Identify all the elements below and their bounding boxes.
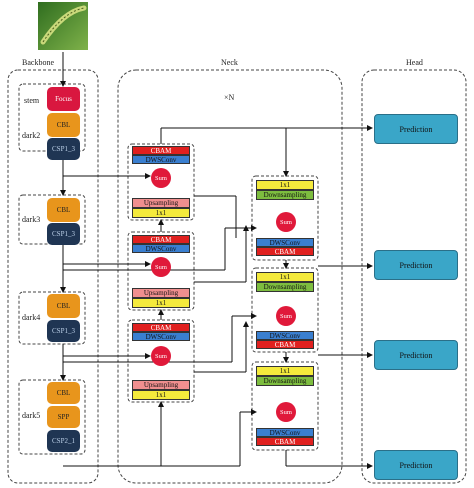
dwsconv-block: DWSConv [256, 238, 314, 247]
conv-1x1-block: 1x1 [132, 390, 190, 400]
neck-frame [117, 69, 343, 484]
module-frame [127, 319, 195, 403]
cbam-block: CBAM [132, 235, 190, 244]
sum-node: Sum [151, 346, 171, 366]
spp-block: SPP [47, 406, 80, 428]
downsampling-block: Downsampling [256, 376, 314, 386]
head-frame [361, 69, 467, 484]
sum-node: Sum [151, 168, 171, 188]
cbl-block: CBL [47, 382, 80, 404]
repeat-label: ×N [224, 93, 235, 102]
upsampling-block: Upsampling [132, 288, 190, 298]
neck-title: Neck [221, 58, 238, 67]
conv-1x1-block: 1x1 [256, 272, 314, 282]
cbl-block: CBL [47, 113, 80, 137]
cbam-block: CBAM [256, 437, 314, 446]
cbam-block: CBAM [256, 247, 314, 256]
upsampling-block: Upsampling [132, 198, 190, 208]
sum-node: Sum [276, 306, 296, 326]
prediction-block: Prediction [374, 450, 458, 480]
backbone-frame [7, 69, 99, 484]
module-frame [251, 267, 319, 353]
upsampling-block: Upsampling [132, 380, 190, 390]
module-frame [251, 175, 319, 261]
csp2-1-block: CSP2_1 [47, 430, 80, 452]
conv-1x1-block: 1x1 [256, 366, 314, 376]
csp1-3-block: CSP1_3 [47, 320, 80, 342]
stem-label: stem [24, 96, 40, 105]
conv-1x1-block: 1x1 [256, 180, 314, 190]
head-title: Head [406, 58, 423, 67]
stage-frame [18, 83, 86, 152]
cbam-block: CBAM [132, 146, 190, 155]
stage-frame [18, 291, 86, 345]
backbone-title: Backbone [22, 58, 54, 67]
dark4-label: dark4 [22, 313, 41, 322]
prediction-block: Prediction [374, 340, 458, 370]
cbam-block: CBAM [256, 340, 314, 349]
csp1-3-block: CSP1_3 [47, 138, 80, 160]
sum-node: Sum [276, 402, 296, 422]
sum-node: Sum [151, 257, 171, 277]
dwsconv-block: DWSConv [132, 155, 190, 164]
sum-node: Sum [276, 212, 296, 232]
prediction-block: Prediction [374, 114, 458, 144]
csp1-3-block: CSP1_3 [47, 223, 80, 245]
dark5-label: dark5 [22, 411, 41, 420]
dwsconv-block: DWSConv [256, 428, 314, 437]
dwsconv-block: DWSConv [256, 331, 314, 340]
stage-frame [18, 379, 86, 455]
cbl-block: CBL [47, 198, 80, 222]
cbam-block: CBAM [132, 323, 190, 332]
downsampling-block: Downsampling [256, 190, 314, 200]
prediction-block: Prediction [374, 250, 458, 280]
caterpillar-image [38, 2, 88, 50]
dark3-label: dark3 [22, 215, 41, 224]
downsampling-block: Downsampling [256, 282, 314, 292]
focus-block: Focus [47, 87, 80, 111]
dark2-label: dark2 [22, 131, 41, 140]
dwsconv-block: DWSConv [132, 244, 190, 253]
dwsconv-block: DWSConv [132, 332, 190, 341]
conv-1x1-block: 1x1 [132, 298, 190, 308]
cbl-block: CBL [47, 294, 80, 318]
conv-1x1-block: 1x1 [132, 208, 190, 218]
